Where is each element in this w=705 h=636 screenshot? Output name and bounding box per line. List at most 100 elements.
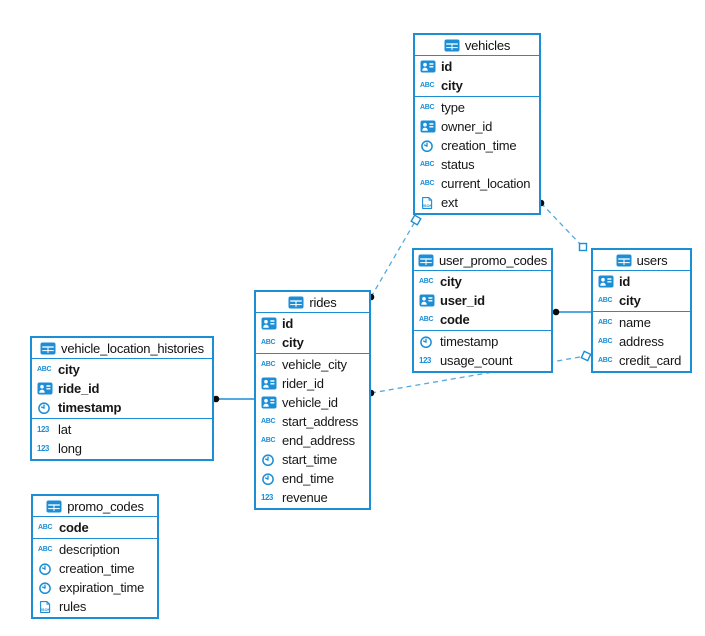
column-label: vehicle_id (282, 395, 338, 410)
table-icon (444, 39, 460, 52)
column-row-id[interactable]: id (593, 272, 690, 291)
column-label: id (282, 316, 294, 331)
column-row-long[interactable]: 123 long (32, 439, 212, 458)
table-title: vehicles (464, 37, 511, 53)
table-title: rides (309, 294, 337, 310)
abc-icon: ABC (420, 180, 435, 187)
column-label: timestamp (58, 400, 122, 415)
column-label: code (440, 312, 470, 327)
column-label: type (441, 100, 465, 115)
id-card-icon (37, 382, 58, 395)
table-header[interactable]: promo_codes (33, 496, 157, 517)
column-label: rules (59, 599, 87, 614)
column-label: end_address (282, 433, 355, 448)
column-row-timestamp[interactable]: timestamp (414, 332, 551, 351)
column-label: current_location (441, 176, 531, 191)
diamond-marker (578, 242, 588, 252)
table-header[interactable]: user_promo_codes (414, 250, 551, 271)
column-row-id[interactable]: id (415, 57, 539, 76)
id-card-icon (261, 396, 282, 409)
clock-icon (37, 401, 58, 415)
column-row-current_location[interactable]: ABC current_location (415, 174, 539, 193)
table-title: vehicle_location_histories (61, 340, 204, 356)
clock-icon (261, 472, 282, 486)
abc-icon: ABC (598, 357, 613, 364)
abc-icon: ABC (420, 82, 435, 89)
column-label: id (441, 59, 453, 74)
table-header[interactable]: rides (256, 292, 369, 313)
column-label: owner_id (441, 119, 493, 134)
column-row-user_id[interactable]: user_id (414, 291, 551, 310)
diamond-marker (410, 214, 422, 226)
column-label: long (58, 441, 82, 456)
json-icon: JSON (420, 196, 441, 210)
column-row-id[interactable]: id (256, 314, 369, 333)
abc-icon: ABC (598, 319, 613, 326)
column-label: city (441, 78, 463, 93)
column-label: city (440, 274, 462, 289)
column-row-creation_time[interactable]: creation_time (415, 136, 539, 155)
column-row-city[interactable]: ABC city (415, 76, 539, 95)
column-label: start_address (282, 414, 359, 429)
column-row-start_time[interactable]: start_time (256, 450, 369, 469)
abc-icon: ABC (38, 546, 53, 553)
column-row-revenue[interactable]: 123 revenue (256, 488, 369, 507)
column-row-start_address[interactable]: ABC start_address (256, 412, 369, 431)
column-label: revenue (282, 490, 328, 505)
relationship-line-vehicles-users (540, 202, 584, 248)
table-header[interactable]: vehicles (415, 35, 539, 56)
column-row-end_time[interactable]: end_time (256, 469, 369, 488)
column-row-timestamp[interactable]: timestamp (32, 398, 212, 417)
table-header[interactable]: users (593, 250, 690, 271)
column-label: expiration_time (59, 580, 145, 595)
column-label: id (619, 274, 631, 289)
column-row-expiration_time[interactable]: expiration_time (33, 578, 157, 597)
svg-text:JSON: JSON (422, 203, 433, 208)
id-card-icon (598, 275, 619, 288)
table-header[interactable]: vehicle_location_histories (32, 338, 212, 359)
id-card-icon (261, 317, 282, 330)
column-row-creation_time[interactable]: creation_time (33, 559, 157, 578)
column-label: start_time (282, 452, 338, 467)
table-icon (616, 254, 632, 267)
abc-icon: ABC (598, 338, 613, 345)
column-row-ride_id[interactable]: ride_id (32, 379, 212, 398)
123-icon: 123 (261, 492, 273, 502)
column-label: city (58, 362, 80, 377)
abc-icon: ABC (261, 418, 276, 425)
column-row-owner_id[interactable]: owner_id (415, 117, 539, 136)
column-row-rider_id[interactable]: rider_id (256, 374, 369, 393)
column-label: creation_time (441, 138, 517, 153)
column-row-vehicle_id[interactable]: vehicle_id (256, 393, 369, 412)
123-icon: 123 (37, 443, 49, 453)
column-label: usage_count (440, 353, 513, 368)
clock-icon (38, 581, 59, 595)
